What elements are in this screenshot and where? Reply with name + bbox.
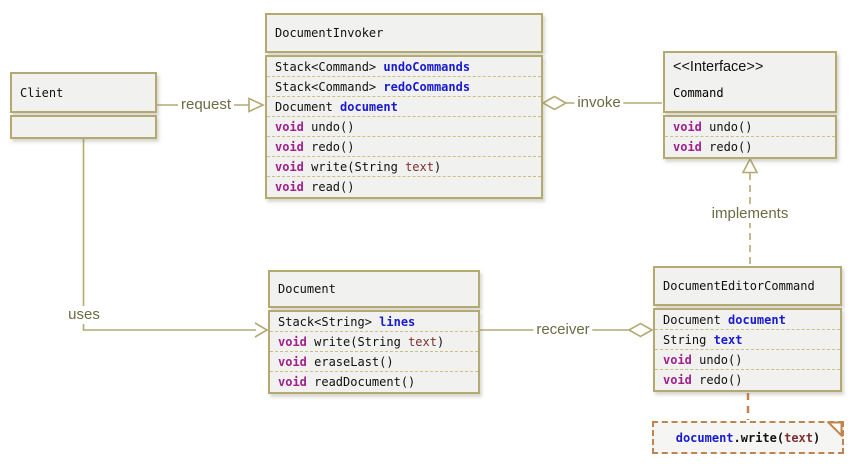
text-segment: undo() <box>691 352 743 367</box>
text-segment: redoCommands <box>383 79 471 94</box>
text-segment: undo() <box>303 119 355 134</box>
class-member-row: void undo() <box>267 117 541 137</box>
text-segment: read() <box>303 180 355 194</box>
class-member-row: void write(String text) <box>267 157 541 177</box>
class-document-invoker: DocumentInvoker Stack<Command> undoComma… <box>265 13 543 199</box>
class-member-row: void redo() <box>267 137 541 157</box>
text-segment: redo() <box>303 139 355 154</box>
class-member-row: void write(String text) <box>270 332 478 352</box>
text-segment: ) <box>813 430 821 445</box>
class-member-row: void readDocument() <box>270 372 478 392</box>
text-segment: void <box>673 140 702 154</box>
text-segment: void <box>278 375 307 389</box>
class-name: DocumentInvoker <box>275 26 384 40</box>
interface-stereotype: <<Interface>> <box>673 59 764 75</box>
class-name: Command <box>673 86 724 100</box>
class-member-row: String text <box>655 330 840 350</box>
text-segment: Stack<Command> <box>275 59 384 74</box>
edge-label-receiver: receiver <box>533 321 593 339</box>
invoke-diamond-icon <box>541 95 568 111</box>
note-text: document.write(text) <box>676 431 821 445</box>
text-segment: void <box>275 139 304 154</box>
class-member-row: Document document <box>655 310 840 330</box>
class-member-row: void redo() <box>655 370 840 390</box>
class-member-row: void eraseLast() <box>270 352 478 372</box>
edge-label-invoke: invoke <box>574 94 624 112</box>
text-segment: lines <box>379 314 416 329</box>
class-document-editor-command-title: DocumentEditorCommand <box>653 266 842 306</box>
edge-label-request: request <box>177 96 235 114</box>
implements-triangle-arrowhead-icon <box>741 157 759 174</box>
class-name: DocumentEditorCommand <box>663 279 815 293</box>
text-segment: void <box>275 119 304 134</box>
request-triangle-arrowhead-icon <box>248 97 265 113</box>
class-member-row: void undo() <box>655 350 840 370</box>
text-segment: write(String <box>306 334 409 349</box>
text-segment: document <box>340 99 398 114</box>
uses-angle-arrowhead-icon <box>254 322 269 338</box>
class-member-row: void read() <box>267 177 541 197</box>
class-document-invoker-title: DocumentInvoker <box>265 13 543 53</box>
text-segment: text <box>405 159 434 174</box>
text-segment: redo() <box>701 140 753 154</box>
text-segment: text <box>784 430 814 445</box>
text-segment: readDocument() <box>306 375 416 389</box>
text-segment: void <box>673 119 702 134</box>
text-segment: document <box>728 312 786 327</box>
class-client: Client <box>10 72 157 139</box>
text-segment: void <box>275 159 304 174</box>
text-segment: .write( <box>733 430 785 445</box>
text-segment: ) <box>433 159 442 174</box>
text-segment: void <box>278 334 307 349</box>
note-document-write: document.write(text) <box>652 421 844 454</box>
class-member-row: Stack<String> lines <box>270 312 478 332</box>
text-segment: void <box>275 180 304 194</box>
text-segment: undo() <box>701 119 753 134</box>
class-member-row: Stack<Command> redoCommands <box>267 77 541 97</box>
text-segment: Stack<Command> <box>275 79 384 94</box>
class-member-row: void redo() <box>665 137 835 157</box>
interface-command-body: void undo()void redo() <box>663 115 837 159</box>
class-name: Client <box>20 85 64 100</box>
text-segment: Document <box>275 99 341 114</box>
class-client-title: Client <box>10 72 157 113</box>
text-segment: write(String <box>303 159 406 174</box>
text-segment: Stack<String> <box>278 314 380 329</box>
text-segment: void <box>663 352 692 367</box>
class-member-row: Stack<Command> undoCommands <box>267 57 541 77</box>
text-segment: void <box>663 373 692 387</box>
text-segment: eraseLast() <box>306 354 394 369</box>
receiver-diamond-icon <box>627 322 654 338</box>
text-segment: text <box>408 334 437 349</box>
class-client-body <box>10 115 157 139</box>
uses-line <box>82 139 256 331</box>
text-segment: redo() <box>691 373 743 387</box>
text-segment: void <box>278 354 307 369</box>
interface-command: <<Interface>> Command void undo()void re… <box>663 51 837 159</box>
text-segment: Document <box>663 312 729 327</box>
text-segment: undoCommands <box>383 59 471 74</box>
note-fold-icon <box>827 421 843 438</box>
class-member-row: Document document <box>267 97 541 117</box>
text-segment: ) <box>436 334 445 349</box>
text-segment: document <box>675 430 734 445</box>
edge-label-implements: implements <box>708 205 792 223</box>
class-member-row: void undo() <box>665 117 835 137</box>
edge-label-uses: uses <box>65 306 103 324</box>
class-document-title: Document <box>268 270 480 308</box>
text-segment: String <box>663 332 714 347</box>
class-name: Document <box>278 282 336 296</box>
interface-command-title: <<Interface>> Command <box>663 51 837 113</box>
text-segment: text <box>713 332 743 347</box>
